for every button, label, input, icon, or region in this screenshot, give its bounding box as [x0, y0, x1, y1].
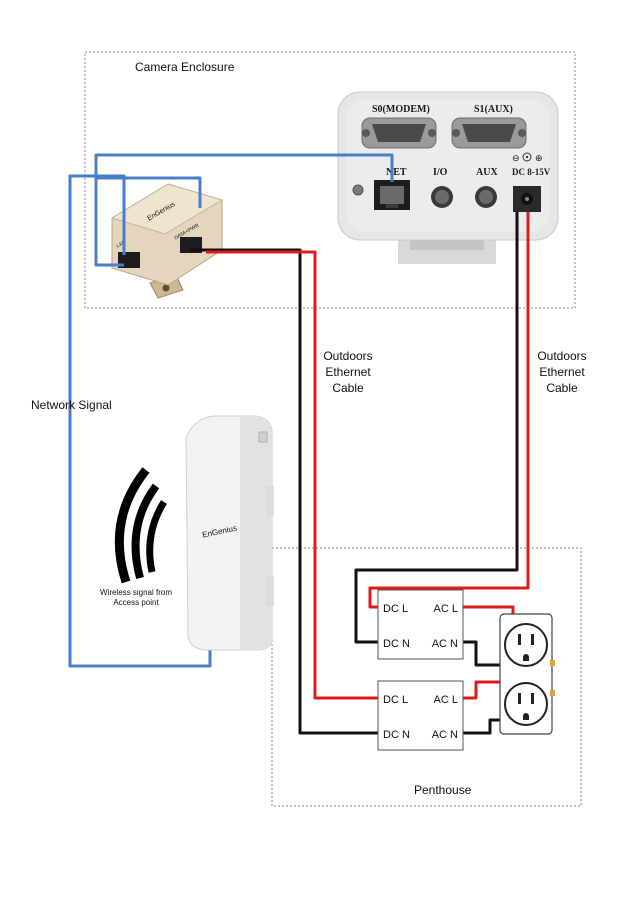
- network-wire-access-point: [68, 174, 212, 668]
- net-rj45-port: [374, 180, 410, 210]
- left-cable-label-line-2: Ethernet: [325, 365, 371, 379]
- left-cable-label-line-1: Outdoors: [323, 349, 372, 363]
- camera-back-panel: S0(MODEM) S1(AUX) NET I/O AUX DC 8-15V ⊖…: [337, 91, 559, 264]
- lower-dc-n-label: DC N: [383, 729, 410, 741]
- network-signal-label: Network Signal: [31, 398, 112, 412]
- poe-injector: EnGenius LAN DATA+PWR: [110, 183, 224, 299]
- power-supply-lower: DC L DC N AC L AC N: [377, 680, 464, 751]
- left-cable-red: [206, 250, 378, 700]
- network-wire-injector-top: [95, 176, 202, 208]
- camera-enclosure-boundary: [84, 51, 576, 309]
- power-supply-upper: DC L DC N AC L AC N: [377, 589, 464, 660]
- aux-port: [475, 186, 497, 208]
- wireless-label-line-1: Wireless signal from: [100, 588, 172, 597]
- s1-aux-label: S1(AUX): [474, 104, 513, 115]
- right-cable-red: [368, 212, 530, 609]
- upper-ac-l-label: AC L: [434, 603, 458, 615]
- penthouse-boundary: [271, 547, 582, 807]
- net-port-label: NET: [386, 167, 407, 178]
- dc-port-label: DC 8-15V: [512, 167, 551, 177]
- left-cable-label: Outdoors Ethernet Cable: [323, 349, 372, 395]
- dc-power-jack: [513, 186, 541, 212]
- left-cable-label-line-3: Cable: [332, 381, 364, 395]
- right-cable-label-line-3: Cable: [546, 381, 578, 395]
- camera-enclosure-label: Camera Enclosure: [135, 60, 235, 74]
- upper-ac-n-wire: [463, 640, 515, 667]
- right-cable-label-line-1: Outdoors: [537, 349, 586, 363]
- s0-modem-label: S0(MODEM): [372, 104, 430, 115]
- lower-ac-l-label: AC L: [434, 694, 458, 706]
- s0-serial-port: [361, 117, 437, 149]
- right-cable-label: Outdoors Ethernet Cable: [537, 349, 586, 395]
- wireless-signal-icon: [114, 467, 168, 584]
- upper-ac-n-label: AC N: [432, 638, 458, 650]
- svg-text:⊖: ⊖: [512, 153, 520, 163]
- right-cable-label-line-2: Ethernet: [539, 365, 585, 379]
- access-point: EnGenius: [185, 415, 274, 651]
- svg-text:⊕: ⊕: [535, 153, 543, 163]
- io-port-label: I/O: [433, 167, 448, 178]
- io-port: [431, 186, 453, 208]
- lower-ac-n-label: AC N: [432, 729, 458, 741]
- dc-polarity-icon: ⊖ ⊕: [512, 152, 543, 163]
- upper-dc-n-label: DC N: [383, 638, 410, 650]
- aux-port-label: AUX: [476, 167, 498, 178]
- network-wiring: [68, 153, 394, 668]
- s1-serial-port: [451, 117, 527, 149]
- penthouse-label: Penthouse: [414, 783, 472, 797]
- wireless-label-line-2: Access point: [113, 598, 159, 607]
- lower-ac-l-wire: [463, 680, 512, 700]
- left-cable-black: [190, 248, 378, 735]
- network-wire-camera: [94, 153, 394, 267]
- right-cable-black: [354, 212, 519, 644]
- lower-dc-l-label: DC L: [383, 694, 408, 706]
- duplex-outlet-icon: [499, 613, 555, 735]
- upper-dc-l-label: DC L: [383, 603, 408, 615]
- status-led-icon: [352, 184, 364, 196]
- poe-port-left-label: LAN: [116, 239, 128, 249]
